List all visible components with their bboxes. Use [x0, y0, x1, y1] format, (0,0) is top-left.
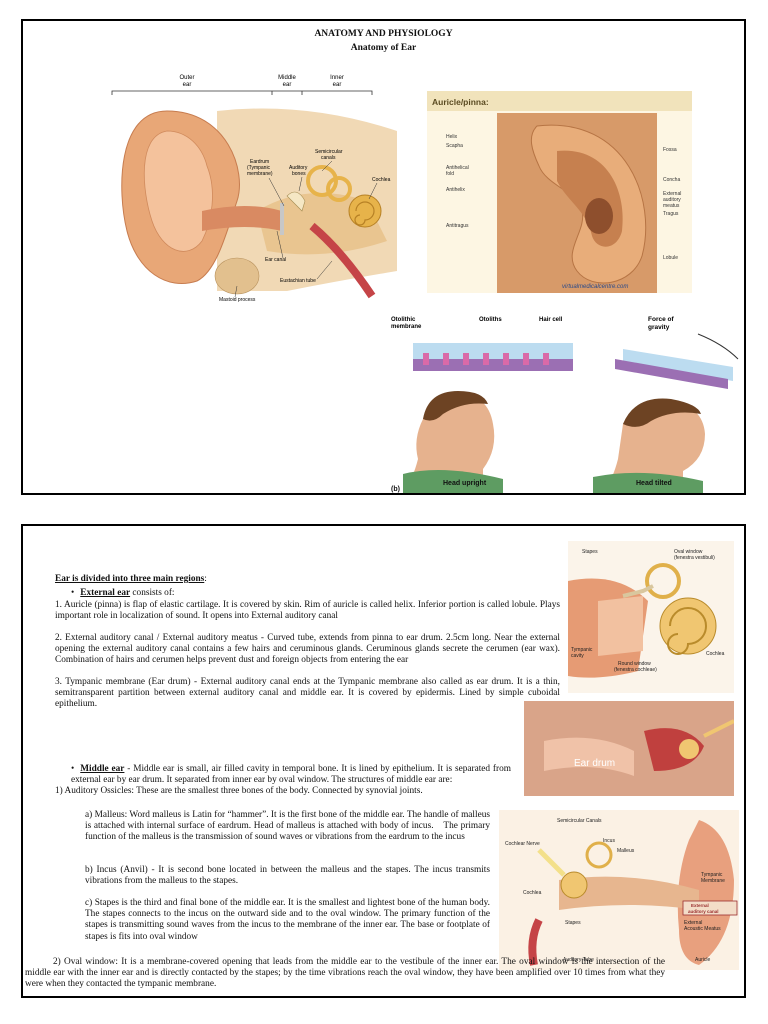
- label-antihelical: Antihelical: [446, 165, 469, 171]
- middle-ear-label: Middle ear: [80, 764, 125, 774]
- label-eardrum: Eardrum: [250, 159, 269, 165]
- label-cochlea: Cochlea: [372, 177, 391, 183]
- label-b: (b): [391, 486, 400, 493]
- label-force: Force of: [648, 316, 674, 323]
- label-semicircular: Semicircular: [315, 149, 343, 155]
- page-one: ANATOMY AND PHYSIOLOGY Anatomy of Ear Ou…: [21, 19, 746, 495]
- label-cavity: cavity: [571, 653, 584, 659]
- label-outer-ear: ear: [183, 82, 192, 88]
- paragraph-stapes: c) Stapes is the third and final bone of…: [85, 898, 490, 942]
- label-canals: canals: [321, 155, 336, 161]
- regions-heading: Ear is divided into three main regions:: [55, 574, 555, 585]
- label-fenestra-cochleae: (fenestra cochleae): [614, 667, 657, 673]
- label-malleus: Malleus: [617, 848, 635, 854]
- label-inner: Inner: [330, 75, 344, 81]
- label-inner-ear: ear: [333, 82, 342, 88]
- label-concha: Concha: [663, 177, 680, 183]
- paragraph-malleus: a) Malleus: Word malleus is Latin for “h…: [85, 810, 490, 843]
- label-antihelix: Antihelix: [446, 187, 465, 193]
- label-mastoid: Mastoid process: [219, 297, 256, 303]
- label-auditory-canal: auditory canal: [688, 909, 719, 914]
- label-hair-cell: Hair cell: [539, 317, 563, 323]
- middle-ear-rest: - Middle ear is small, air filled cavity…: [71, 764, 511, 786]
- label-lobule: Lobule: [663, 255, 678, 261]
- ear-anatomy-diagram: Outer ear Middle ear Inner ear: [107, 71, 399, 307]
- label-external: External: [663, 191, 681, 197]
- label-cochlear-nerve: Cochlear Nerve: [505, 841, 540, 847]
- label-stapes: Stapes: [582, 549, 598, 555]
- label-auditory: auditory: [663, 197, 681, 203]
- paragraph-ossicles: 1) Auditory Ossicles: These are the smal…: [55, 786, 423, 796]
- label-external-acoustic: External: [684, 920, 702, 926]
- label-middle-ear: ear: [283, 82, 292, 88]
- label-tympanic-membrane: Membrane: [701, 878, 725, 884]
- label-incus: Incus: [603, 838, 615, 844]
- label-ear-drum: Ear drum: [574, 758, 615, 769]
- label-gravity: gravity: [648, 324, 670, 331]
- label-auditory-tube: Auditory Tube: [563, 957, 594, 963]
- label-acoustic-meatus: Acoustic Meatus: [684, 926, 721, 932]
- label-otolithic: Otolithic: [391, 317, 416, 323]
- label-fold: fold: [446, 171, 454, 177]
- label-auricle: Auricle: [695, 957, 711, 963]
- label-tympanic: Tympanic: [701, 872, 723, 878]
- label-otolithic-membrane: membrane: [391, 324, 422, 330]
- label-bones: bones: [292, 171, 306, 177]
- external-ear-rest: consists of:: [130, 588, 175, 598]
- label-membrane: membrane): [247, 171, 273, 177]
- otolith-head-figure: Otolithic membrane Otoliths Hair cell Fo…: [383, 309, 743, 493]
- label-meatus: meatus: [663, 203, 680, 209]
- label-external-canal: External: [691, 903, 709, 908]
- ear-drum-figure: Ear drum: [524, 701, 734, 796]
- auricle-pinna-figure: Auricle/pinna: Helix Scapha Antihelical …: [427, 91, 692, 293]
- label-round-window: Round window: [618, 661, 651, 667]
- label-tilted-text: Head tilted: [636, 480, 672, 487]
- label-tympanic: (Tympanic: [247, 165, 271, 171]
- label-outer: Outer: [179, 75, 194, 81]
- paragraph-oval-window: 2) Oval window: It is a membrane-covered…: [25, 957, 665, 990]
- oval-window-figure: Stapes Oval window (fenestra vestibuli) …: [568, 541, 734, 693]
- label-otoliths: Otoliths: [479, 317, 502, 323]
- label-semicircular-canals: Semicircular Canals: [557, 818, 602, 824]
- page-subtitle: Anatomy of Ear: [350, 43, 417, 53]
- label-cochlea: Cochlea: [523, 890, 542, 896]
- label-antitragus: Antitragus: [446, 223, 469, 229]
- paragraph-incus: b) Incus (Anvil) - It is second bone loc…: [85, 865, 490, 887]
- bullet-icon: •: [71, 764, 75, 774]
- label-cochlea: Cochlea: [706, 651, 725, 657]
- label-auditory: Auditory: [289, 165, 308, 171]
- label-fenestra-vestibuli: (fenestra vestibuli): [674, 555, 715, 561]
- regions-heading-text: Ear is divided into three main regions: [55, 574, 205, 584]
- label-eustachian: Eustachian tube: [280, 278, 316, 284]
- credit-text: virtualmedicalcentre.com: [562, 284, 628, 290]
- pinna-title: Auricle/pinna:: [432, 97, 489, 107]
- paragraph-tympanic-membrane: 3. Tympanic membrane (Ear drum) - Extern…: [55, 677, 560, 710]
- label-stapes: Stapes: [565, 920, 581, 926]
- label-tympanic-cavity: Tympanic: [571, 647, 593, 653]
- label-middle: Middle: [278, 75, 296, 81]
- label-upright-text: Head upright: [443, 480, 487, 487]
- middle-ear-figure: Semicircular Canals Cochlear Nerve Incus…: [499, 810, 739, 970]
- label-tragus: Tragus: [663, 211, 679, 217]
- label-scapha: Scapha: [446, 143, 463, 149]
- regions-heading-colon: :: [204, 574, 207, 584]
- external-ear-label: External ear: [80, 588, 131, 598]
- label-fossa: Fossa: [663, 147, 677, 153]
- bullet-icon: •: [71, 588, 75, 598]
- label-helix: Helix: [446, 134, 458, 140]
- paragraph-auricle: 1. Auricle (pinna) is flap of elastic ca…: [55, 600, 560, 622]
- page-title: ANATOMY AND PHYSIOLOGY: [314, 29, 453, 39]
- paragraph-auditory-canal: 2. External auditory canal / External au…: [55, 633, 560, 666]
- page-two: Stapes Oval window (fenestra vestibuli) …: [21, 524, 746, 998]
- middle-ear-bullet: • Middle ear - Middle ear is small, air f…: [71, 764, 511, 786]
- external-ear-bullet: • External ear consists of:: [71, 588, 551, 599]
- label-oval-window: Oval window: [674, 549, 703, 555]
- label-ear-canal: Ear canal: [265, 257, 286, 263]
